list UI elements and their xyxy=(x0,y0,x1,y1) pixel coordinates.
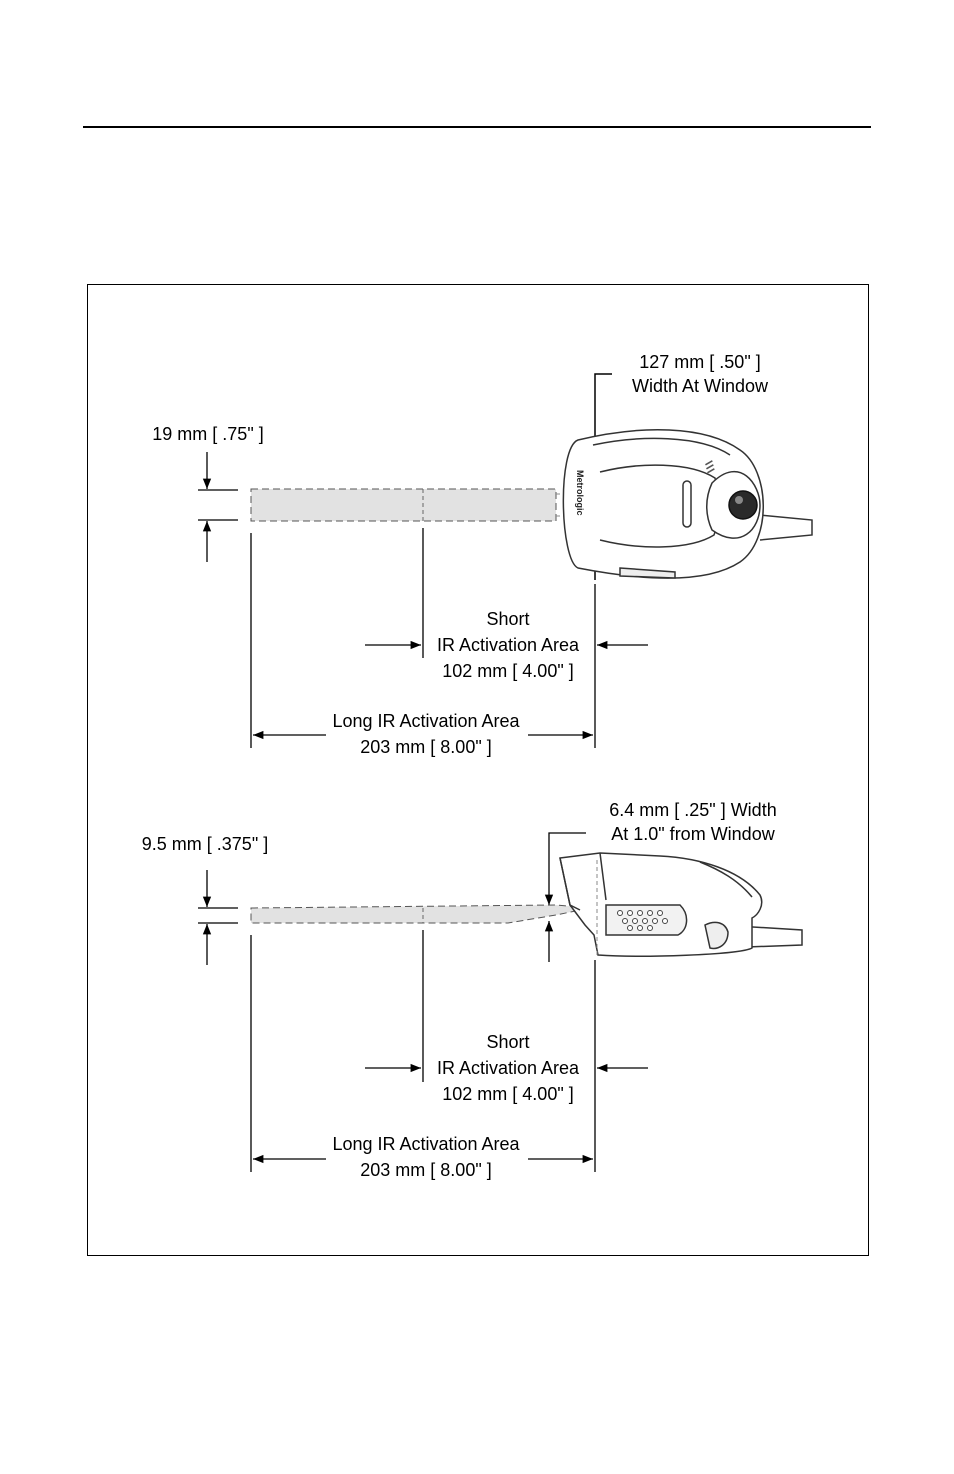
scanner-top-view-illustration xyxy=(563,430,812,578)
scanner-side-view-illustration xyxy=(560,853,802,956)
top-short-line3: 102 mm [ 4.00" ] xyxy=(442,661,573,681)
top-short-line2: IR Activation Area xyxy=(437,635,580,655)
top-window-width-line2: Width At Window xyxy=(632,376,769,396)
side-short-line2: IR Activation Area xyxy=(437,1058,580,1078)
top-beam-height-label: 19 mm [ .75" ] xyxy=(152,424,263,444)
side-short-line3: 102 mm [ 4.00" ] xyxy=(442,1084,573,1104)
side-beam-area xyxy=(251,905,590,923)
side-view: 6.4 mm [ .25" ] Width At 1.0" from Windo… xyxy=(142,800,802,1180)
side-long-line2: 203 mm [ 8.00" ] xyxy=(360,1160,491,1180)
side-short-line1: Short xyxy=(486,1032,529,1052)
top-long-line1: Long IR Activation Area xyxy=(332,711,520,731)
top-long-line2: 203 mm [ 8.00" ] xyxy=(360,737,491,757)
side-beam-height-label: 9.5 mm [ .375" ] xyxy=(142,834,268,854)
side-window-width-line1: 6.4 mm [ .25" ] Width xyxy=(609,800,776,820)
scanner-logo-text: Metrologic xyxy=(575,470,585,516)
side-long-line1: Long IR Activation Area xyxy=(332,1134,520,1154)
top-window-width-line1: 127 mm [ .50" ] xyxy=(639,352,760,372)
top-short-line1: Short xyxy=(486,609,529,629)
top-beam-area xyxy=(251,489,556,521)
side-window-width-line2: At 1.0" from Window xyxy=(611,824,775,844)
top-view: 127 mm [ .50" ] Width At Window 19 mm [ … xyxy=(152,352,812,757)
